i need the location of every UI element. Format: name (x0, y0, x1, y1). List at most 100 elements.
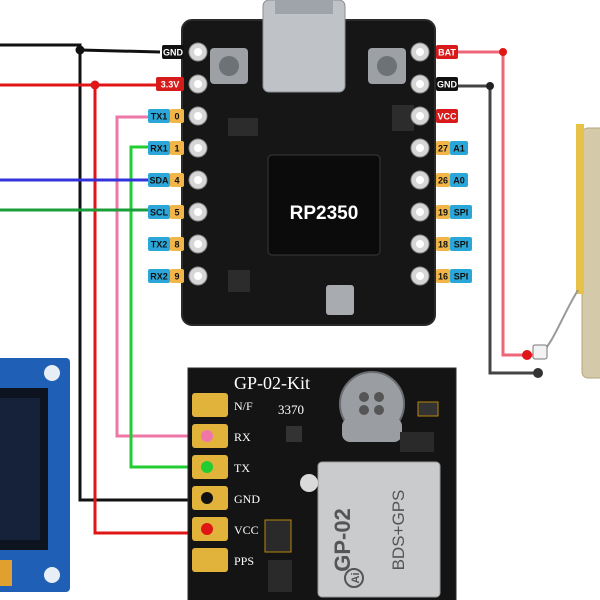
battery-dot (359, 405, 369, 415)
mcu-pin-hole (416, 144, 424, 152)
pin-tag-bg (148, 269, 170, 283)
junction-bat-pad (499, 48, 507, 56)
pin-number-bg (170, 269, 184, 283)
mcu-pin-hole (194, 112, 202, 120)
pin-tag-label: A0 (453, 176, 465, 186)
mcu-left-pin-1: 3.3V (156, 77, 184, 91)
pin-number-label: 18 (438, 240, 448, 250)
pin-tag-bg (450, 205, 472, 219)
pin-tag-bg (148, 141, 170, 155)
mcu-pin-hole (416, 240, 424, 248)
pin-tag-bg (436, 45, 458, 59)
mcu-pin-hole (416, 272, 424, 280)
gp02-module-shield (317, 461, 441, 598)
mcu-right-pin-1: GND (436, 77, 458, 91)
pin-number-label: 5 (174, 208, 179, 218)
mcu-pin-hole (416, 176, 424, 184)
pin-number-bg (170, 173, 184, 187)
gps-pin-label: PPS (234, 554, 254, 568)
gps-pad-wire-end (201, 523, 213, 535)
usb-c-opening (275, 0, 333, 14)
pin-tag-label: SPI (454, 240, 469, 250)
oled-screen-glass (0, 398, 40, 540)
pin-tag-bg (156, 77, 184, 91)
pin-tag-label: BAT (438, 48, 456, 58)
mcu-pin-hole (416, 48, 424, 56)
pin-tag-label: GND (437, 80, 458, 90)
oled-ribbon (0, 560, 12, 586)
mcu-pin-hole (416, 112, 424, 120)
oled-display (0, 358, 70, 592)
pin-tag-label: 3.3V (161, 80, 180, 90)
usb-c-connector (262, 0, 346, 93)
pin-number-bg (436, 173, 450, 187)
ai-logo: Ai (350, 573, 362, 584)
smd-component (228, 118, 258, 136)
mcu-left-pin-3: RX1 1 (148, 141, 184, 155)
pin-number-bg (170, 205, 184, 219)
pin-number-label: 0 (174, 112, 179, 122)
junction-gnd-pad (486, 82, 494, 90)
gps-pad-wire-end (201, 492, 213, 504)
pin-tag-bg (450, 173, 468, 187)
pin-tag-label: SDA (149, 176, 169, 186)
gps-pin-label: RX (234, 430, 251, 444)
pin-number-bg (436, 237, 450, 251)
mcu-pin-hole (194, 208, 202, 216)
mcu-pads (188, 42, 430, 286)
pin-number-bg (436, 205, 450, 219)
mcu-pin-hole (416, 80, 424, 88)
junction-battery-negative (533, 368, 543, 378)
smd-component (264, 519, 292, 553)
pin-number-bg (436, 269, 450, 283)
mcu-left-pin-7: RX2 9 (148, 269, 184, 283)
mcu-pin-hole (194, 80, 202, 88)
smd-component (268, 560, 292, 592)
wire-battery-positive (452, 50, 533, 357)
pin-tag-label: RX1 (150, 144, 168, 154)
mcu-pin-hole (194, 176, 202, 184)
ai-logo-ring (344, 568, 364, 588)
pin-tag-label: TX1 (151, 112, 168, 122)
pin-tag-bg (148, 173, 170, 187)
chip-label: RP2350 (290, 203, 359, 224)
pin-number-bg (170, 141, 184, 155)
pin-tag-bg (148, 109, 170, 123)
battery-dot (374, 405, 384, 415)
wire-battery-negative (452, 84, 540, 375)
gps-pad (192, 393, 228, 417)
battery-dot (359, 392, 369, 402)
pin-tag-bg (450, 141, 468, 155)
gps-pin-label: N/F (234, 399, 253, 413)
pin-number-label: 9 (174, 272, 179, 282)
pin-tag-bg (148, 205, 170, 219)
smd-component (228, 270, 250, 292)
smd-component (417, 401, 439, 417)
gps-pad (192, 548, 228, 572)
smd-component (286, 426, 302, 442)
pin-tag-bg (450, 269, 472, 283)
smd-component (400, 432, 434, 452)
pin-tag-label: RX2 (150, 272, 168, 282)
wire-rx1-to-gps-tx (129, 145, 205, 469)
battery-dot (374, 392, 384, 402)
pin-number-label: 1 (174, 144, 179, 154)
mcu-pin-hole (194, 272, 202, 280)
pin-tag-label: VCC (437, 112, 457, 122)
battery-tab (576, 124, 584, 294)
gps-pin-label: TX (234, 461, 250, 475)
battery-lead (532, 289, 579, 360)
pin-tag-label: GND (163, 48, 184, 58)
wires (0, 43, 540, 535)
pin-tag-bg (162, 45, 184, 59)
pin-number-label: 16 (438, 272, 448, 282)
junction-battery-positive (522, 350, 532, 360)
battery-body (581, 127, 600, 379)
battery-connector (532, 344, 548, 360)
